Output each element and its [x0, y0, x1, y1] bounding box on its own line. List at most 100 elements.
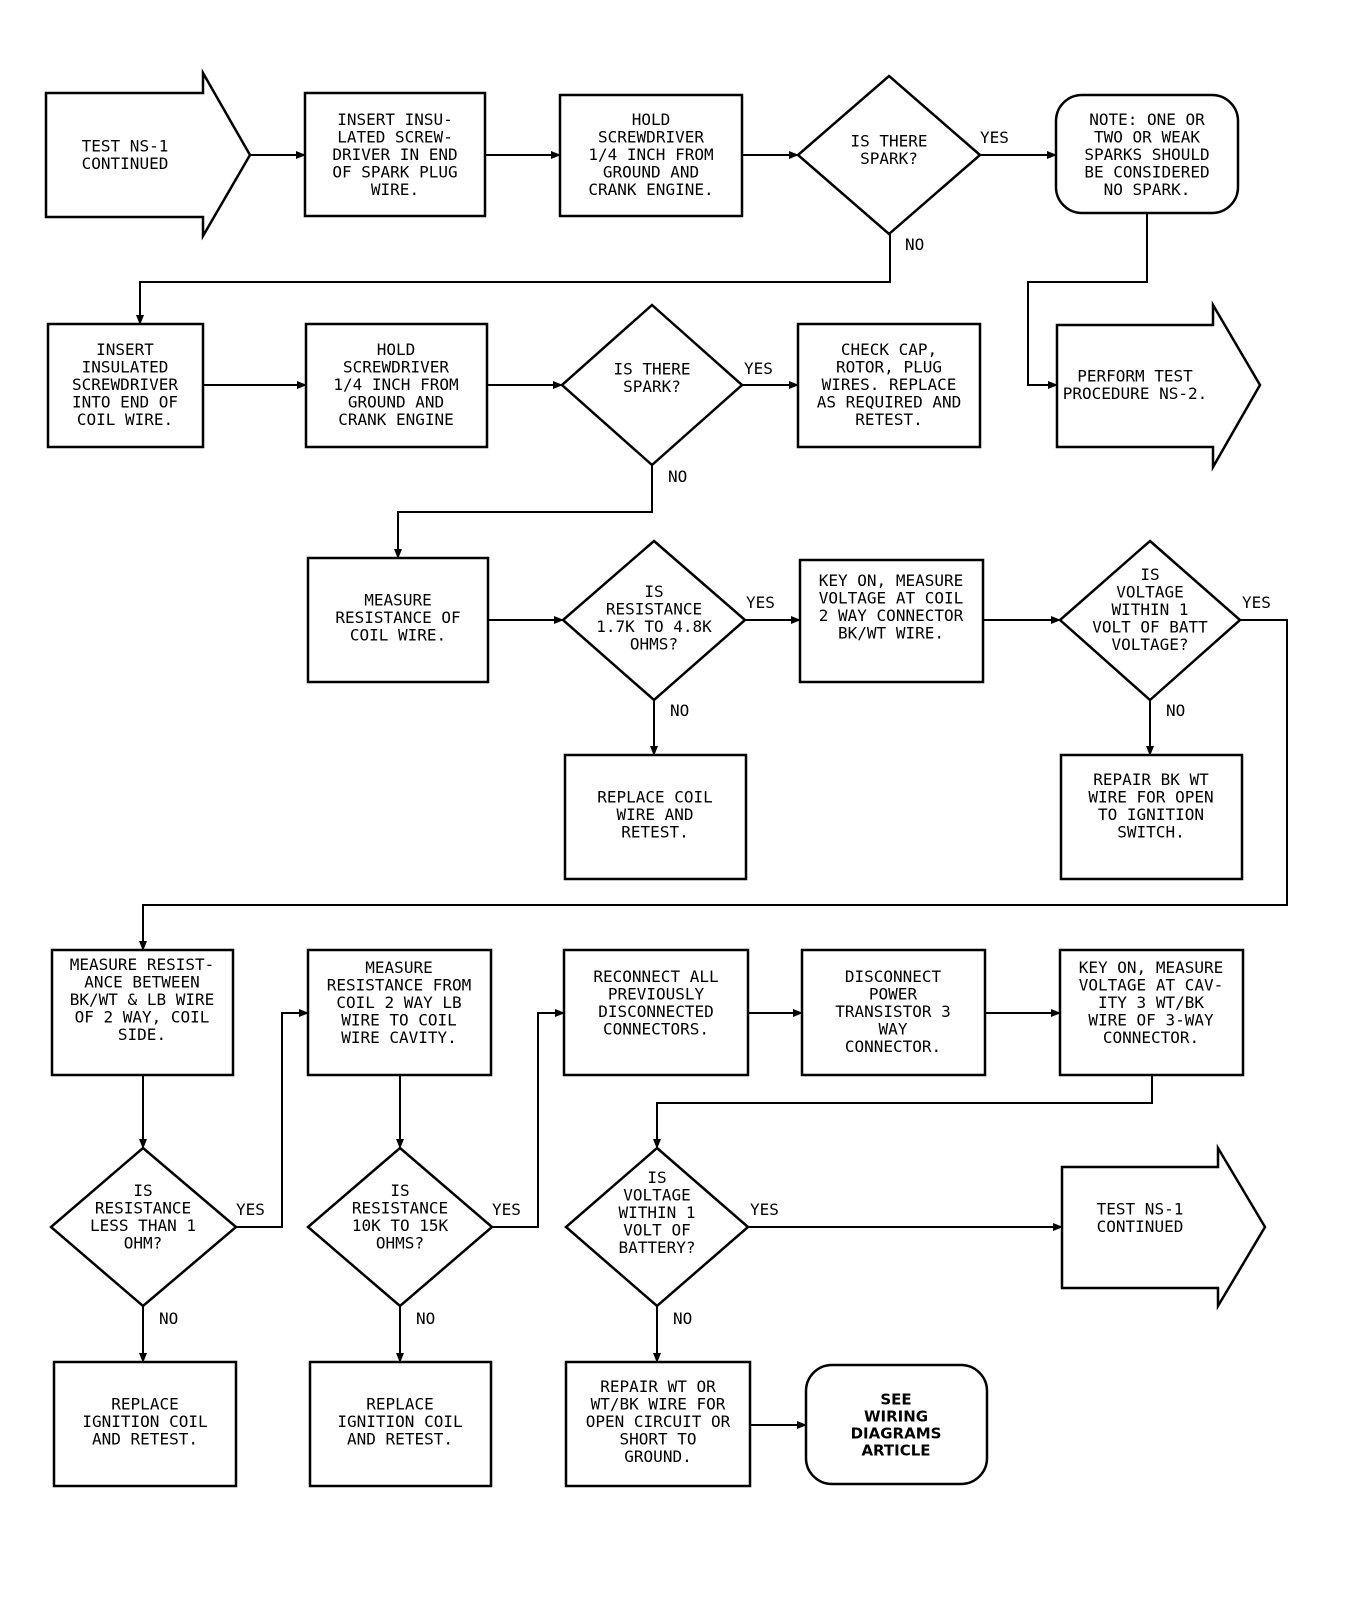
node-insert-coil-line-5: COIL WIRE. [77, 410, 173, 429]
node-measure-lb-cavity-line-3: COIL 2 WAY LB [336, 993, 461, 1012]
edge-label-res10k-yes: YES [492, 1200, 521, 1219]
node-disconnect-pt-line-4: WAY [879, 1020, 908, 1039]
node-res-less1-line-2: RESISTANCE [95, 1198, 191, 1217]
measure-coil-wire-box [306, 556, 490, 684]
node-end-continued-line-2: CONTINUED [1097, 1217, 1184, 1236]
edge-label-voltage2-yes: YES [750, 1200, 779, 1219]
edge-voltage1-yes [139, 619, 1288, 951]
edge-label-resistance-no: NO [670, 701, 689, 720]
node-check-cap-line-5: RETEST. [855, 410, 922, 429]
node-insert-coil-line-1: INSERT [96, 340, 154, 359]
node-perform-ns2-line-2: PROCEDURE NS-2. [1063, 384, 1208, 403]
node-measure-coil-wire-line-1: MEASURE [364, 591, 431, 610]
node-insert-plug-line-1: INSERT INSU- [337, 110, 453, 129]
node-replace-coil-wire-line-1: REPLACE COIL [597, 788, 713, 807]
node-repair-bk-wt-line-1: REPAIR BK WT [1093, 770, 1209, 789]
edge-label-spark2-yes: YES [744, 359, 773, 378]
node-hold-coil-line-1: HOLD [377, 340, 416, 359]
edge-label-spark1-no: NO [905, 235, 924, 254]
node-see-wiring-line-4: ARTICLE [861, 1442, 930, 1460]
resistance-diamond [561, 539, 747, 702]
node-note-line-1: NOTE: ONE OR [1089, 110, 1205, 129]
replace-ign1-box [52, 1360, 238, 1488]
node-replace-ign1-line-3: AND RETEST. [92, 1430, 198, 1449]
node-voltage-q1-line-2: VOLTAGE [1116, 583, 1183, 602]
node-repair-bk-wt-line-4: SWITCH. [1117, 822, 1184, 841]
node-key-on2-line-2: VOLTAGE AT CAV- [1079, 976, 1224, 995]
key-on1-box [798, 558, 985, 684]
node-resistance-q-line-3: 1.7K TO 4.8K [596, 617, 712, 636]
node-end-continued-line-1: TEST NS-1 [1097, 1199, 1184, 1218]
edge-res10k-yes [492, 1009, 565, 1228]
disconnect-pt-box [800, 948, 987, 1077]
node-voltage-q2-line-5: BATTERY? [618, 1238, 695, 1257]
hold-plug-box [558, 93, 744, 218]
node-insert-coil-line-4: INTO END OF [72, 393, 178, 412]
node-start-line-1: TEST NS-1 [82, 136, 169, 155]
node-reconnect-line-2: PREVIOUSLY [608, 984, 705, 1003]
node-repair-wt-line-4: SHORT TO [619, 1430, 696, 1449]
node-measure-bk-lb-line-3: BK/WT & LB WIRE [70, 990, 215, 1009]
spark2-diamond [560, 303, 744, 467]
edge-less1-yes [236, 1009, 309, 1228]
node-spark1-line-2: SPARK? [860, 149, 918, 168]
edge-note-to-ns2 [1027, 213, 1148, 389]
node-voltage-q2-line-2: VOLTAGE [623, 1186, 690, 1205]
repair-wt-box [564, 1360, 752, 1488]
perform-ns2-arrow-shape [1055, 300, 1262, 472]
node-measure-bk-lb-line-2: ANCE BETWEEN [84, 973, 200, 992]
node-res-less1-line-3: LESS THAN 1 [90, 1216, 196, 1235]
node-repair-bk-wt-line-3: TO IGNITION [1098, 805, 1204, 824]
spark1-diamond [796, 74, 982, 236]
node-voltage-q1-line-1: IS [1140, 565, 1159, 584]
node-repair-wt-line-2: WT/BK WIRE FOR [591, 1395, 726, 1414]
node-replace-ign2-line-2: IGNITION COIL [337, 1412, 462, 1431]
note-box [1054, 93, 1240, 215]
node-hold-plug-line-1: HOLD [632, 110, 671, 129]
node-repair-wt-line-3: OPEN CIRCUIT OR [586, 1412, 731, 1431]
node-check-cap-line-4: AS REQUIRED AND [817, 393, 962, 412]
node-insert-plug-line-4: OF SPARK PLUG [332, 163, 457, 182]
shapes [44, 68, 1267, 1488]
start-arrow-shape [44, 68, 252, 241]
edge-label-spark1-yes: YES [980, 128, 1009, 147]
node-insert-coil-line-3: SCREWDRIVER [72, 375, 178, 394]
node-key-on2-line-4: WIRE OF 3-WAY [1088, 1011, 1214, 1030]
node-voltage-q2-line-1: IS [647, 1168, 666, 1187]
node-reconnect-line-3: DISCONNECTED [598, 1002, 714, 1021]
node-measure-coil-wire-line-2: RESISTANCE OF [335, 608, 460, 627]
node-res-10k-line-2: RESISTANCE [352, 1198, 448, 1217]
node-insert-coil-line-2: INSULATED [82, 358, 169, 377]
voltage2-diamond [564, 1146, 750, 1308]
replace-coil-wire-box [563, 753, 748, 881]
node-note-line-4: BE CONSIDERED [1084, 163, 1209, 182]
node-measure-lb-cavity-line-1: MEASURE [365, 958, 432, 977]
node-note-line-2: TWO OR WEAK [1094, 128, 1200, 147]
reconnect-box [562, 948, 750, 1077]
node-key-on2-line-5: CONNECTOR. [1103, 1028, 1199, 1047]
insert-coil-box [46, 322, 205, 449]
node-reconnect-line-1: RECONNECT ALL [593, 967, 718, 986]
node-hold-plug-line-3: 1/4 INCH FROM [588, 145, 713, 164]
node-hold-plug-line-2: SCREWDRIVER [598, 128, 704, 147]
node-repair-bk-wt-line-2: WIRE FOR OPEN [1088, 787, 1213, 806]
node-measure-bk-lb-line-4: OF 2 WAY, COIL [75, 1008, 210, 1027]
node-disconnect-pt-line-1: DISCONNECT [845, 967, 942, 986]
edge-label-res10k-no: NO [416, 1309, 435, 1328]
node-voltage-q1-line-5: VOLTAGE? [1111, 635, 1188, 654]
edge-label-less1-no: NO [159, 1309, 178, 1328]
